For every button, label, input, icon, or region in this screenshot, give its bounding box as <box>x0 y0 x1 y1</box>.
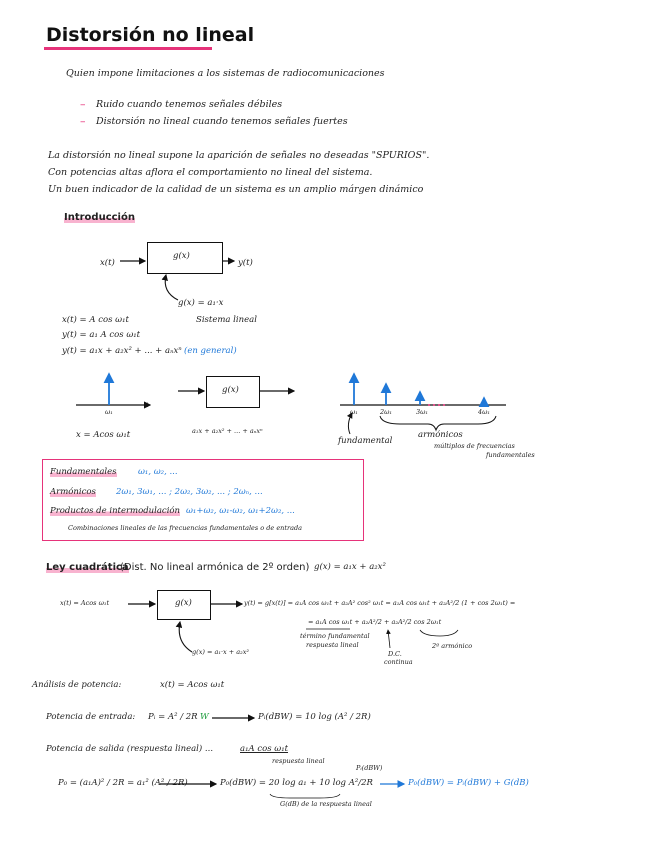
section2-subtitle: (Dist. No lineal armónica de 2º orden) <box>120 562 310 573</box>
block1-system-box <box>147 242 223 274</box>
bullet-dash: – <box>80 98 86 111</box>
summary-row1-value: ω₁, ω₂, ... <box>138 467 178 477</box>
block3-input-label: x(t) = Acos ω₁t <box>60 599 110 607</box>
page-title: Distorsión no lineal <box>46 24 255 46</box>
output-power-eq: P₀ = (a₁A)² / 2R = a₁² (A² / 2R) <box>58 778 188 788</box>
eq-input: x(t) = A cos ω₁t <box>62 315 129 325</box>
input-power-db: Pᵢ(dBW) = 10 log (A² / 2R) <box>258 712 371 722</box>
block2-caption: a₁x + a₂x² + ... + aₙxⁿ <box>192 427 263 435</box>
spectrum1-freq-label: ω₁ <box>105 408 113 416</box>
paragraph-line-2: Con potencias altas aflora el comportami… <box>48 167 373 178</box>
harmonics-label: armónicos <box>418 430 463 440</box>
term1-note-2: respuesta lineal <box>306 641 359 649</box>
section-heading-introduccion: Introducción <box>64 212 135 223</box>
block3-label: g(x) <box>175 598 192 608</box>
spectrum1-caption: x = Acos ω₁t <box>76 430 131 440</box>
dc-note-1: D.C. <box>388 650 402 658</box>
fundamental-label: fundamental <box>338 436 393 446</box>
harm-brace <box>419 629 459 637</box>
block1-output-label: y(t) <box>238 258 253 268</box>
spectrum2-tick-2: 2ω₁ <box>380 408 393 416</box>
bullet-1: Ruido cuando tenemos señales débiles <box>96 99 283 110</box>
block1-label: g(x) <box>173 251 190 261</box>
block2-system-box <box>206 376 260 408</box>
spectrum2-tick-1: ω₁ <box>350 408 358 416</box>
harm-note: 2º armónico <box>432 642 473 650</box>
eq-linear-output: y(t) = a₁ A cos ω₁t <box>62 330 141 340</box>
block1-input-label: x(t) <box>100 258 115 268</box>
output-db-top-label: Pᵢ(dBW) <box>356 764 383 772</box>
fundamental-pointer <box>346 412 353 435</box>
block3-g-annotation: g(x) = a₁·x + a₂x² <box>192 648 250 656</box>
paragraph-line-1: La distorsión no lineal supone la aparic… <box>48 150 430 161</box>
linear-note: Sistema lineal <box>196 315 257 325</box>
block1-g-annotation: g(x) = a₁·x <box>178 298 224 308</box>
summary-row3-label: Productos de intermodulación <box>50 506 180 516</box>
bullet-dash: – <box>80 115 86 128</box>
harmonics-note-1: múltiplos de frecuencias <box>434 442 515 450</box>
eq-general-output: y(t) = a₁x + a₂x² + ... + aₙxⁿ <box>62 346 182 356</box>
section2-g-eq: g(x) = a₁x + a₂x² <box>314 562 386 572</box>
summary-row1-label: Fundamentales <box>50 467 117 477</box>
harmonics-note-2: fundamentales <box>486 451 535 459</box>
dc-pointer <box>386 629 391 649</box>
input-power-eq: Pᵢ = A² / 2R <box>148 712 198 722</box>
intro-line: Quien impone limitaciones a los sistemas… <box>66 68 385 79</box>
harmonics-brace <box>379 415 497 432</box>
bullet-2: Distorsión no lineal cuando tenemos seña… <box>96 116 348 127</box>
input-power-label: Potencia de entrada: <box>46 712 136 722</box>
summary-row2-label: Armónicos <box>50 487 96 497</box>
summary-box <box>42 459 364 541</box>
title-underline <box>44 47 212 50</box>
gain-brace <box>269 793 341 799</box>
power-heading-eq: x(t) = Acos ω₁t <box>160 680 225 690</box>
section-heading-ley-cuadratica: Ley cuadrática <box>46 562 129 573</box>
paragraph-line-3: Un buen indicador de la calidad de un si… <box>48 184 424 195</box>
block3-output-eq2: = a₁A cos ω₁t + a₂A²/2 + a₂A²/2 cos 2ω₁t <box>308 618 442 626</box>
power-result: P₀(dBW) = Pᵢ(dBW) + G(dB) <box>408 778 529 788</box>
output-power-term: a₁A cos ω₁t <box>240 744 289 754</box>
power-heading: Análisis de potencia: <box>32 680 122 690</box>
gain-note: G(dB) de la respuesta lineal <box>280 800 372 808</box>
block3-output-eq: y(t) = g[x(t)] = a₁A cos ω₁t + a₂A² cos²… <box>244 599 516 607</box>
spectrum2-tick-3: 3ω₁ <box>416 408 429 416</box>
summary-note: Combinaciones lineales de las frecuencia… <box>68 524 302 532</box>
block3-system-box <box>157 590 211 620</box>
input-power-unit: W <box>200 712 209 722</box>
eq-general-note: (en general) <box>184 346 237 356</box>
spectrum2-tick-4: 4ω₁ <box>478 408 491 416</box>
summary-row2-value: 2ω₁, 3ω₁, ... ; 2ω₂, 3ω₂, ... ; 2ωₙ, ... <box>116 487 263 497</box>
dc-note-2: continua <box>384 658 413 666</box>
output-power-db: P₀(dBW) = 20 log a₁ + 10 log A²/2R <box>220 778 373 788</box>
summary-row3-value: ω₁+ω₂, ω₁-ω₂, ω₁+2ω₂, ... <box>186 506 295 516</box>
block1-annotation-arrow <box>161 273 179 301</box>
block2-label: g(x) <box>222 385 239 395</box>
output-power-label: Potencia de salida (respuesta lineal) ..… <box>46 744 214 754</box>
block3-annotation-arrow <box>175 620 193 653</box>
output-power-term-note: respuesta lineal <box>272 757 325 765</box>
term1-note-1: término fundamental <box>300 632 370 640</box>
